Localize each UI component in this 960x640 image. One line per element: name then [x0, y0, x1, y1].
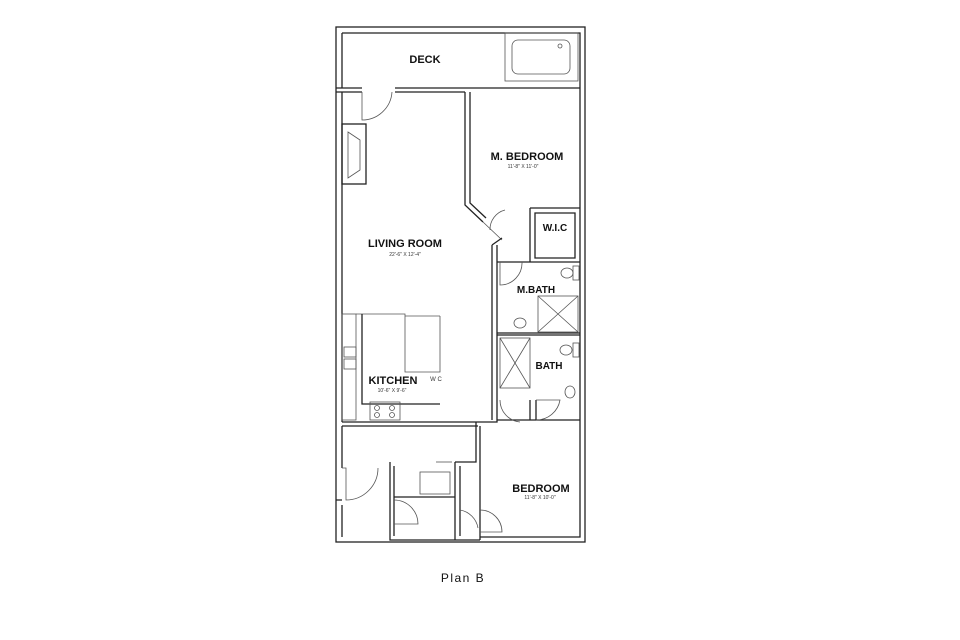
closets: [393, 461, 479, 529]
room-label-living-room: LIVING ROOM: [368, 238, 442, 250]
room-label-deck: DECK: [409, 54, 440, 66]
room-dims-kitchen: 10'-6" X 9'-6": [378, 388, 407, 394]
plan-title: Plan B: [441, 571, 485, 585]
room-label-bedroom: BEDROOM: [512, 483, 569, 495]
deck-door[interactable]: [361, 91, 393, 121]
wc-marker: W C: [430, 377, 442, 383]
entry-door[interactable]: [342, 467, 379, 501]
deck-tub: [504, 32, 579, 82]
bath-fixtures: [499, 337, 580, 421]
room-label-master-bedroom: M. BEDROOM: [491, 151, 564, 163]
room-dims-master-bedroom: 11'-8" X 11'-0": [508, 164, 539, 170]
master-bedroom-walls: [464, 92, 580, 421]
room-label-wic: W.I.C: [543, 223, 567, 234]
room-dims-living-room: 22'-6" X 12'-4": [389, 252, 421, 258]
room-dims-bedroom: 11'-8" X 10'-0": [524, 495, 555, 501]
fireplace: [341, 123, 367, 185]
bedroom-walls: [394, 399, 521, 540]
room-label-master-bath: M.BATH: [517, 285, 555, 296]
kitchen: [341, 313, 441, 421]
room-label-bath: BATH: [535, 361, 562, 372]
room-label-kitchen: KITCHEN: [369, 375, 418, 387]
master-bath-fixtures: [499, 261, 580, 333]
